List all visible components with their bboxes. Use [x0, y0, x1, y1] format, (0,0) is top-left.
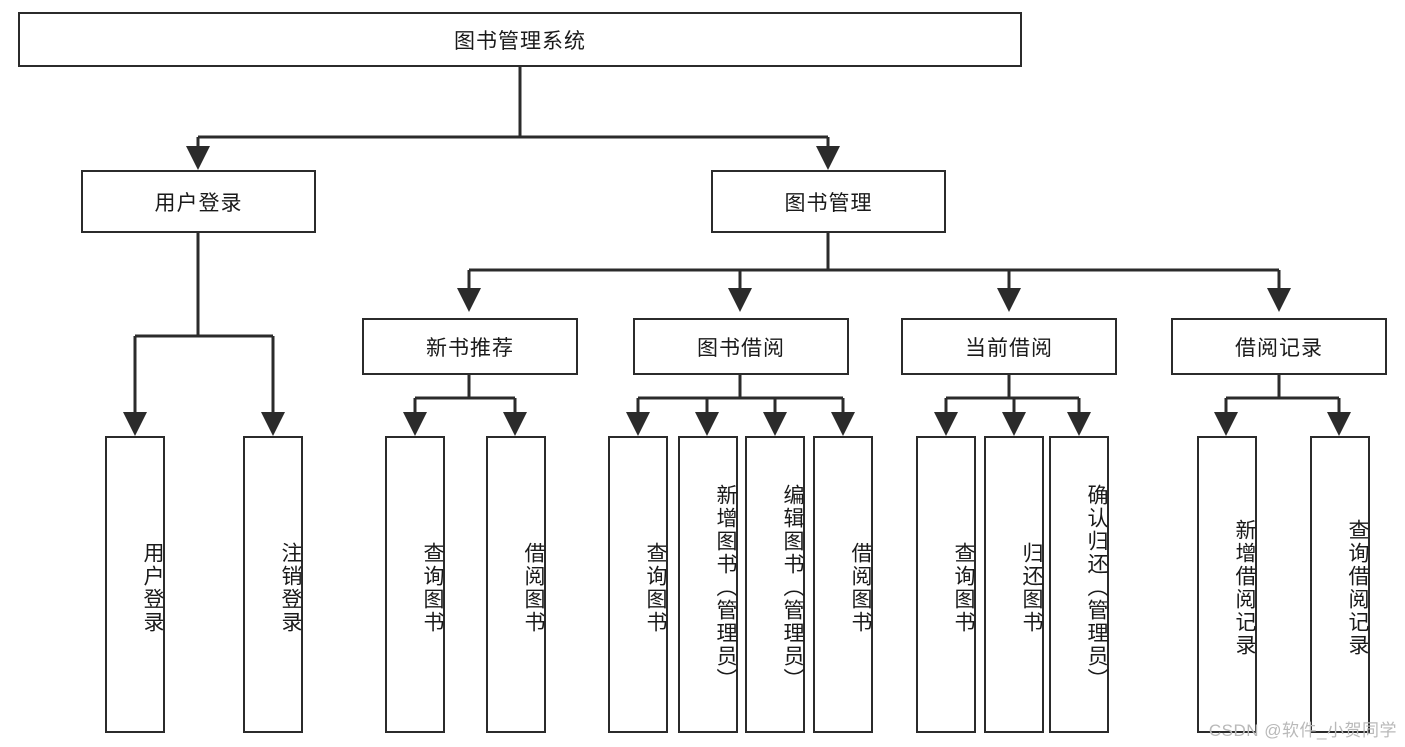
- node-user-login[interactable]: 用户登录: [81, 170, 316, 233]
- node-book-borrow[interactable]: 图书借阅: [633, 318, 849, 375]
- node-book-management-label: 图书管理: [784, 191, 873, 215]
- node-root[interactable]: 图书管理系统: [18, 12, 1022, 67]
- node-leaf-confirm-return[interactable]: 确认归还（管理员）: [1049, 436, 1109, 733]
- node-leaf-query-borrow-record[interactable]: 查询借阅记录: [1310, 436, 1370, 733]
- node-leaf-add-borrow-record[interactable]: 新增借阅记录: [1197, 436, 1257, 733]
- node-leaf-borrow-book-2-label: 借阅图书: [849, 541, 872, 634]
- node-new-book-recommend[interactable]: 新书推荐: [362, 318, 578, 375]
- node-leaf-add-book[interactable]: 新增图书（管理员）: [678, 436, 738, 733]
- node-leaf-query-book-1-label: 查询图书: [421, 541, 444, 634]
- node-leaf-return-book[interactable]: 归还图书: [984, 436, 1044, 733]
- watermark-text: CSDN @软件_小贺同学: [1208, 721, 1397, 740]
- node-new-book-recommend-label: 新书推荐: [426, 336, 514, 360]
- node-leaf-logout-login[interactable]: 注销登录: [243, 436, 303, 733]
- node-leaf-user-login[interactable]: 用户登录: [105, 436, 165, 733]
- node-leaf-confirm-return-label: 确认归还（管理员）: [1085, 484, 1108, 691]
- node-leaf-logout-login-label: 注销登录: [279, 541, 302, 634]
- node-leaf-borrow-book-1-label: 借阅图书: [522, 541, 545, 634]
- node-book-borrow-label: 图书借阅: [697, 336, 785, 360]
- node-leaf-add-book-label: 新增图书（管理员）: [714, 484, 737, 691]
- node-leaf-borrow-book-1[interactable]: 借阅图书: [486, 436, 546, 733]
- node-leaf-borrow-book-2[interactable]: 借阅图书: [813, 436, 873, 733]
- node-leaf-return-book-label: 归还图书: [1020, 541, 1043, 634]
- node-leaf-query-book-3[interactable]: 查询图书: [916, 436, 976, 733]
- node-current-borrow-label: 当前借阅: [965, 336, 1053, 360]
- node-leaf-add-borrow-record-label: 新增借阅记录: [1233, 518, 1256, 657]
- node-user-login-label: 用户登录: [154, 191, 243, 215]
- node-root-label: 图书管理系统: [454, 29, 586, 53]
- node-leaf-edit-book-label: 编辑图书（管理员）: [781, 484, 804, 691]
- node-leaf-user-login-label: 用户登录: [141, 541, 164, 634]
- node-borrow-record[interactable]: 借阅记录: [1171, 318, 1387, 375]
- node-leaf-query-book-2-label: 查询图书: [644, 541, 667, 634]
- node-leaf-query-book-3-label: 查询图书: [952, 541, 975, 634]
- node-borrow-record-label: 借阅记录: [1235, 336, 1323, 360]
- node-current-borrow[interactable]: 当前借阅: [901, 318, 1117, 375]
- node-leaf-query-book-1[interactable]: 查询图书: [385, 436, 445, 733]
- node-leaf-query-book-2[interactable]: 查询图书: [608, 436, 668, 733]
- node-leaf-query-borrow-record-label: 查询借阅记录: [1346, 518, 1369, 657]
- node-leaf-edit-book[interactable]: 编辑图书（管理员）: [745, 436, 805, 733]
- node-book-management[interactable]: 图书管理: [711, 170, 946, 233]
